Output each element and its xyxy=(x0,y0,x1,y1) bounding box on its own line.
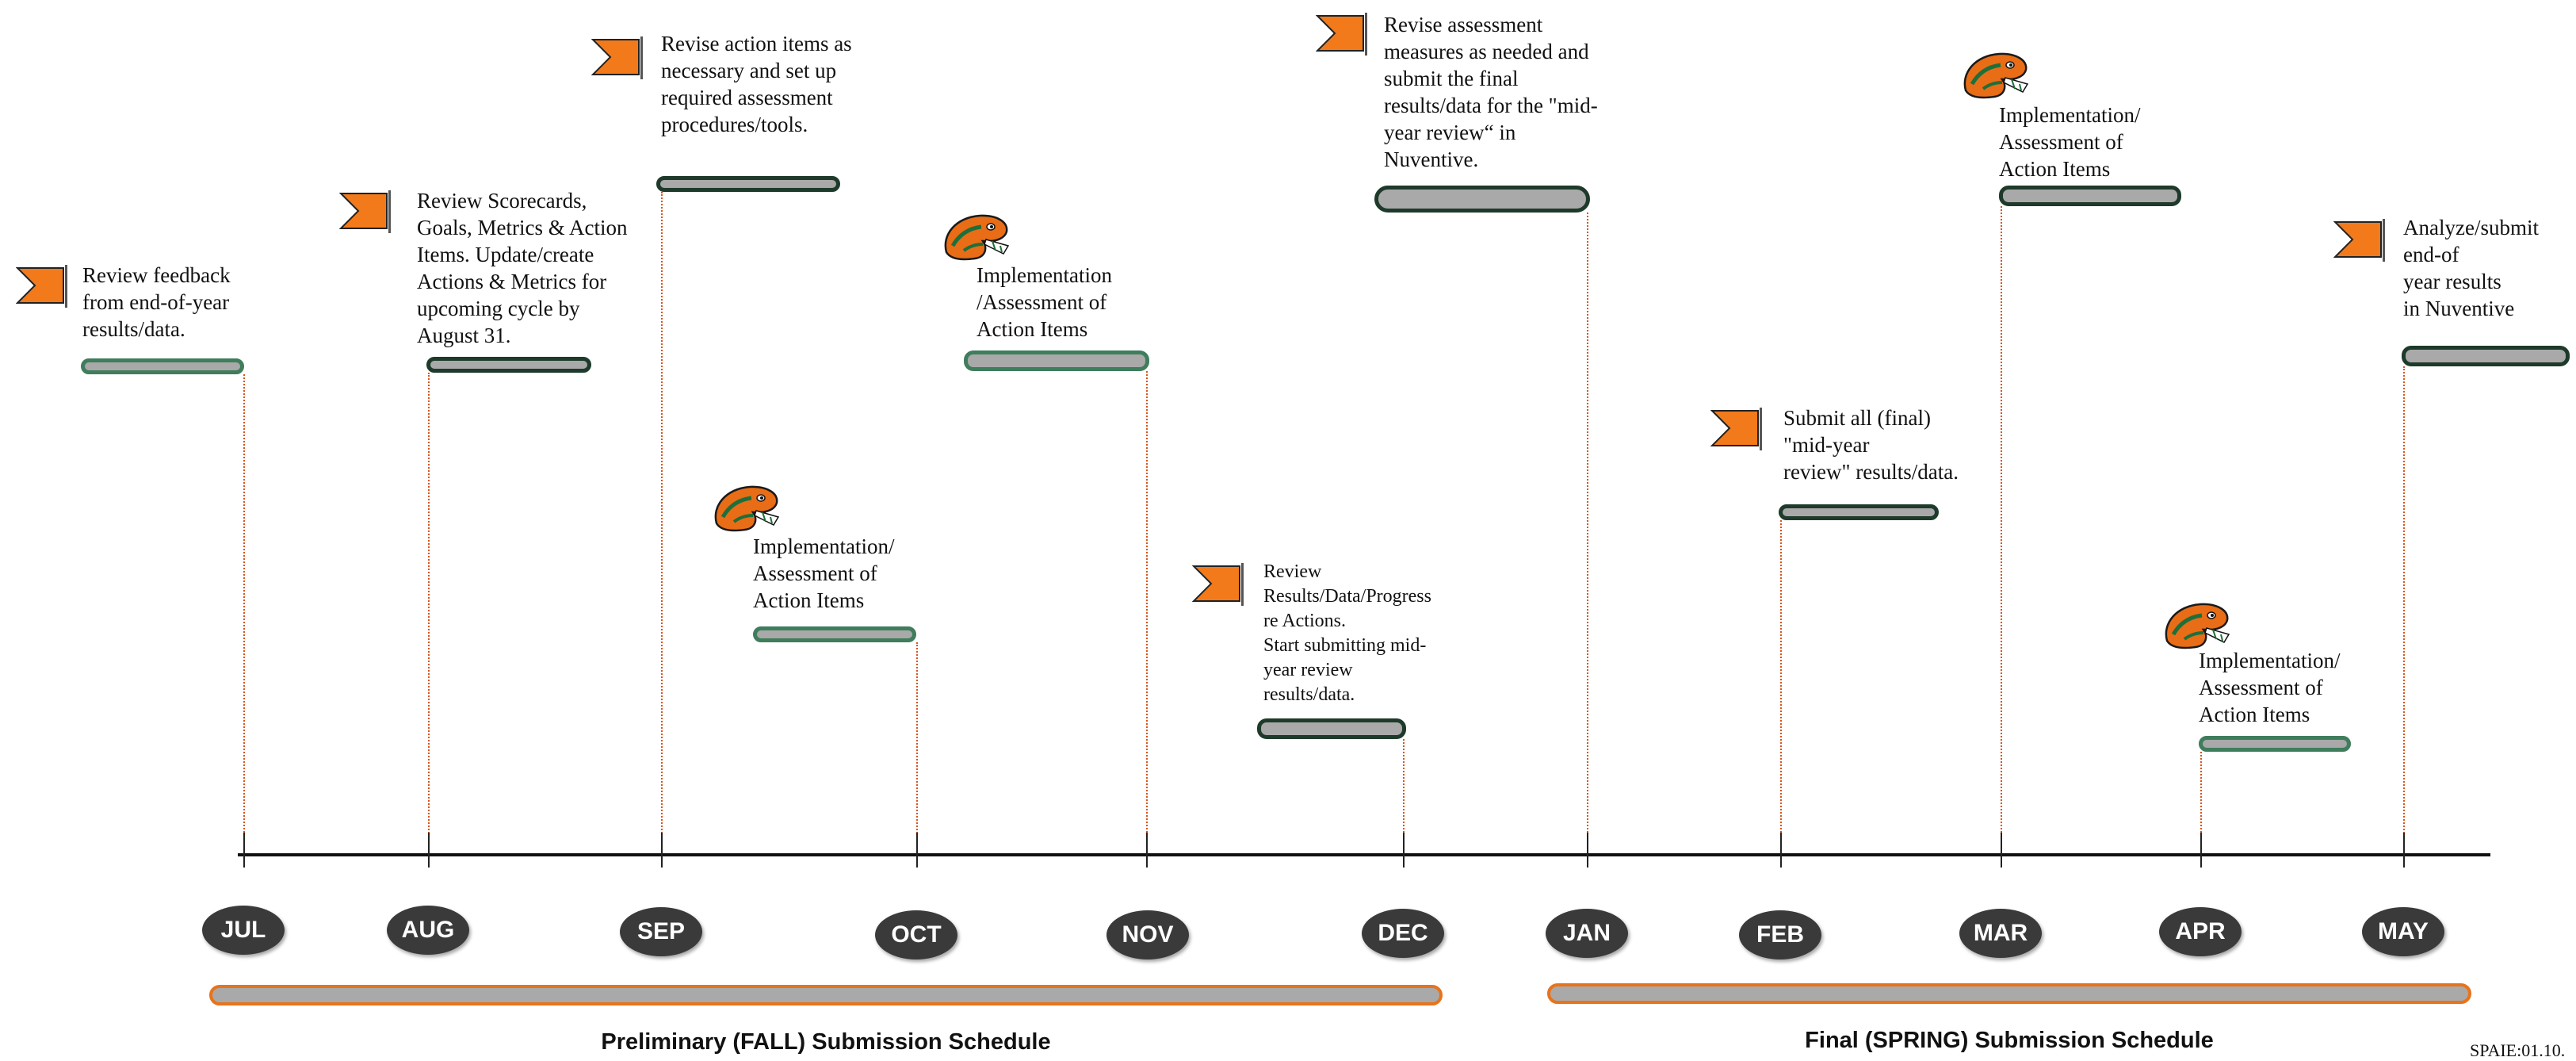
feb-event-text: Submit all (final) "mid-year review" res… xyxy=(1783,406,1959,484)
jan-drop-line xyxy=(1587,213,1588,855)
jul-drop-line xyxy=(243,374,245,855)
month-badge-feb: FEB xyxy=(1739,910,1821,959)
apr-drop-line xyxy=(2200,752,2202,855)
month-badge-may: MAY xyxy=(2362,907,2444,956)
spring-schedule-label: Final (SPRING) Submission Schedule xyxy=(1805,1028,2214,1053)
axis-tick xyxy=(1146,833,1148,868)
jul-event-bar xyxy=(81,358,244,374)
oct-event-bar xyxy=(753,626,916,642)
axis-tick xyxy=(2200,833,2202,868)
document-code: SPAIE:01.10. xyxy=(2470,1040,2566,1060)
dec-event-bar xyxy=(1257,718,1406,739)
month-badge-sep: SEP xyxy=(620,907,702,956)
axis-tick xyxy=(1780,833,1782,868)
axis-tick xyxy=(916,833,918,868)
axis-tick xyxy=(2001,833,2002,868)
axis-tick xyxy=(661,833,663,868)
axis-tick xyxy=(1587,833,1588,868)
aug-event-bar xyxy=(426,357,591,373)
apr-event-bar xyxy=(2199,736,2351,752)
mar-event-bar xyxy=(1999,186,2181,206)
orange-flag-icon xyxy=(591,35,653,79)
nov-event-text: Implementation /Assessment of Action Ite… xyxy=(977,263,1112,341)
feb-drop-line xyxy=(1780,520,1782,855)
dec-drop-line xyxy=(1403,739,1405,855)
month-badge-dec: DEC xyxy=(1362,909,1444,958)
nov-drop-line xyxy=(1146,371,1148,855)
may-event-text: Analyze/submit end-of year results in Nu… xyxy=(2403,216,2539,320)
feb-event-bar xyxy=(1779,504,1939,520)
orange-flag-icon xyxy=(2333,217,2395,262)
orange-flag-icon xyxy=(339,189,401,233)
jan-event-text: Revise assessment measures as needed and… xyxy=(1384,13,1598,171)
apr-event-text: Implementation/ Assessment of Action Ite… xyxy=(2199,649,2341,726)
month-badge-mar: MAR xyxy=(1959,909,2042,958)
spring-schedule-bar xyxy=(1547,983,2471,1004)
sep-event-text: Revise action items as necessary and set… xyxy=(661,32,852,136)
month-badge-nov: NOV xyxy=(1106,910,1189,959)
aug-drop-line xyxy=(428,373,430,855)
month-badge-jul: JUL xyxy=(202,906,285,955)
orange-flag-icon xyxy=(1316,11,1378,56)
mar-event-text: Implementation/ Assessment of Action Ite… xyxy=(1999,103,2141,181)
axis-tick xyxy=(428,833,430,868)
rattler-snake-mascot-icon xyxy=(2161,599,2234,652)
orange-flag-icon xyxy=(16,263,78,308)
axis-tick xyxy=(243,833,245,868)
sep-drop-line xyxy=(661,192,663,855)
aug-event-text: Review Scorecards, Goals, Metrics & Acti… xyxy=(417,189,628,347)
orange-flag-icon xyxy=(1710,406,1772,450)
fall-schedule-label: Preliminary (FALL) Submission Schedule xyxy=(601,1029,1051,1055)
rattler-snake-mascot-icon xyxy=(940,211,1013,263)
may-drop-line xyxy=(2403,366,2405,855)
month-badge-apr: APR xyxy=(2159,907,2242,956)
rattler-snake-mascot-icon xyxy=(710,482,783,534)
oct-event-text: Implementation/ Assessment of Action Ite… xyxy=(753,534,895,612)
mar-drop-line xyxy=(2001,206,2002,855)
fall-schedule-bar xyxy=(209,985,1443,1005)
orange-flag-icon xyxy=(1192,561,1254,606)
timeline-axis xyxy=(238,853,2490,856)
dec-event-text: Review Results/Data/Progress re Actions.… xyxy=(1263,561,1431,705)
axis-tick xyxy=(2403,833,2405,868)
nov-event-bar xyxy=(964,350,1149,371)
oct-drop-line xyxy=(916,642,918,855)
jul-event-text: Review feedback from end-of-year results… xyxy=(82,263,231,341)
month-badge-oct: OCT xyxy=(875,910,957,959)
month-badge-aug: AUG xyxy=(387,906,469,955)
rattler-snake-mascot-icon xyxy=(1959,49,2032,102)
month-badge-jan: JAN xyxy=(1546,909,1628,958)
sep-event-bar xyxy=(656,176,840,192)
jan-event-bar xyxy=(1374,186,1590,213)
may-event-bar xyxy=(2402,346,2570,366)
axis-tick xyxy=(1403,833,1405,868)
